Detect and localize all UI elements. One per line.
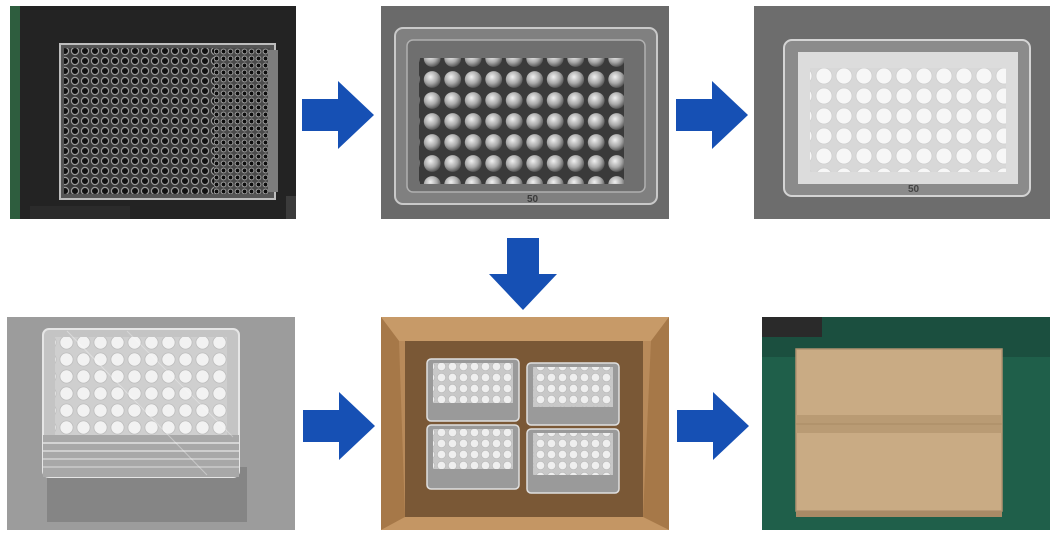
flow-arrow-right-1 xyxy=(302,81,374,149)
wrapped-stack-icon xyxy=(7,317,295,530)
step-6-photo xyxy=(762,317,1050,530)
blister-tray-with-seals-icon: 50 xyxy=(754,6,1050,219)
step-1-photo xyxy=(10,6,296,219)
arrow-down-icon xyxy=(489,238,557,310)
tray-marking: 50 xyxy=(527,194,539,205)
flow-arrow-right-2 xyxy=(676,81,748,149)
step-3-photo: 50 xyxy=(754,6,1050,219)
tray-marking: 50 xyxy=(908,184,920,195)
flow-arrow-right-4 xyxy=(677,392,749,460)
flow-arrow-right-3 xyxy=(303,392,375,460)
arrow-right-icon xyxy=(676,81,748,149)
step-5-photo xyxy=(381,317,669,530)
metal-rack-tray-icon xyxy=(10,6,296,219)
open-carton-with-stacks-icon xyxy=(381,317,669,530)
arrow-right-icon xyxy=(303,392,375,460)
step-4-photo xyxy=(7,317,295,530)
arrow-right-icon xyxy=(677,392,749,460)
blister-tray-with-caps-icon: 50 xyxy=(381,6,669,219)
arrow-right-icon xyxy=(302,81,374,149)
sealed-carton-icon xyxy=(762,317,1050,530)
flow-arrow-down xyxy=(489,238,557,310)
step-2-photo: 50 xyxy=(381,6,669,219)
